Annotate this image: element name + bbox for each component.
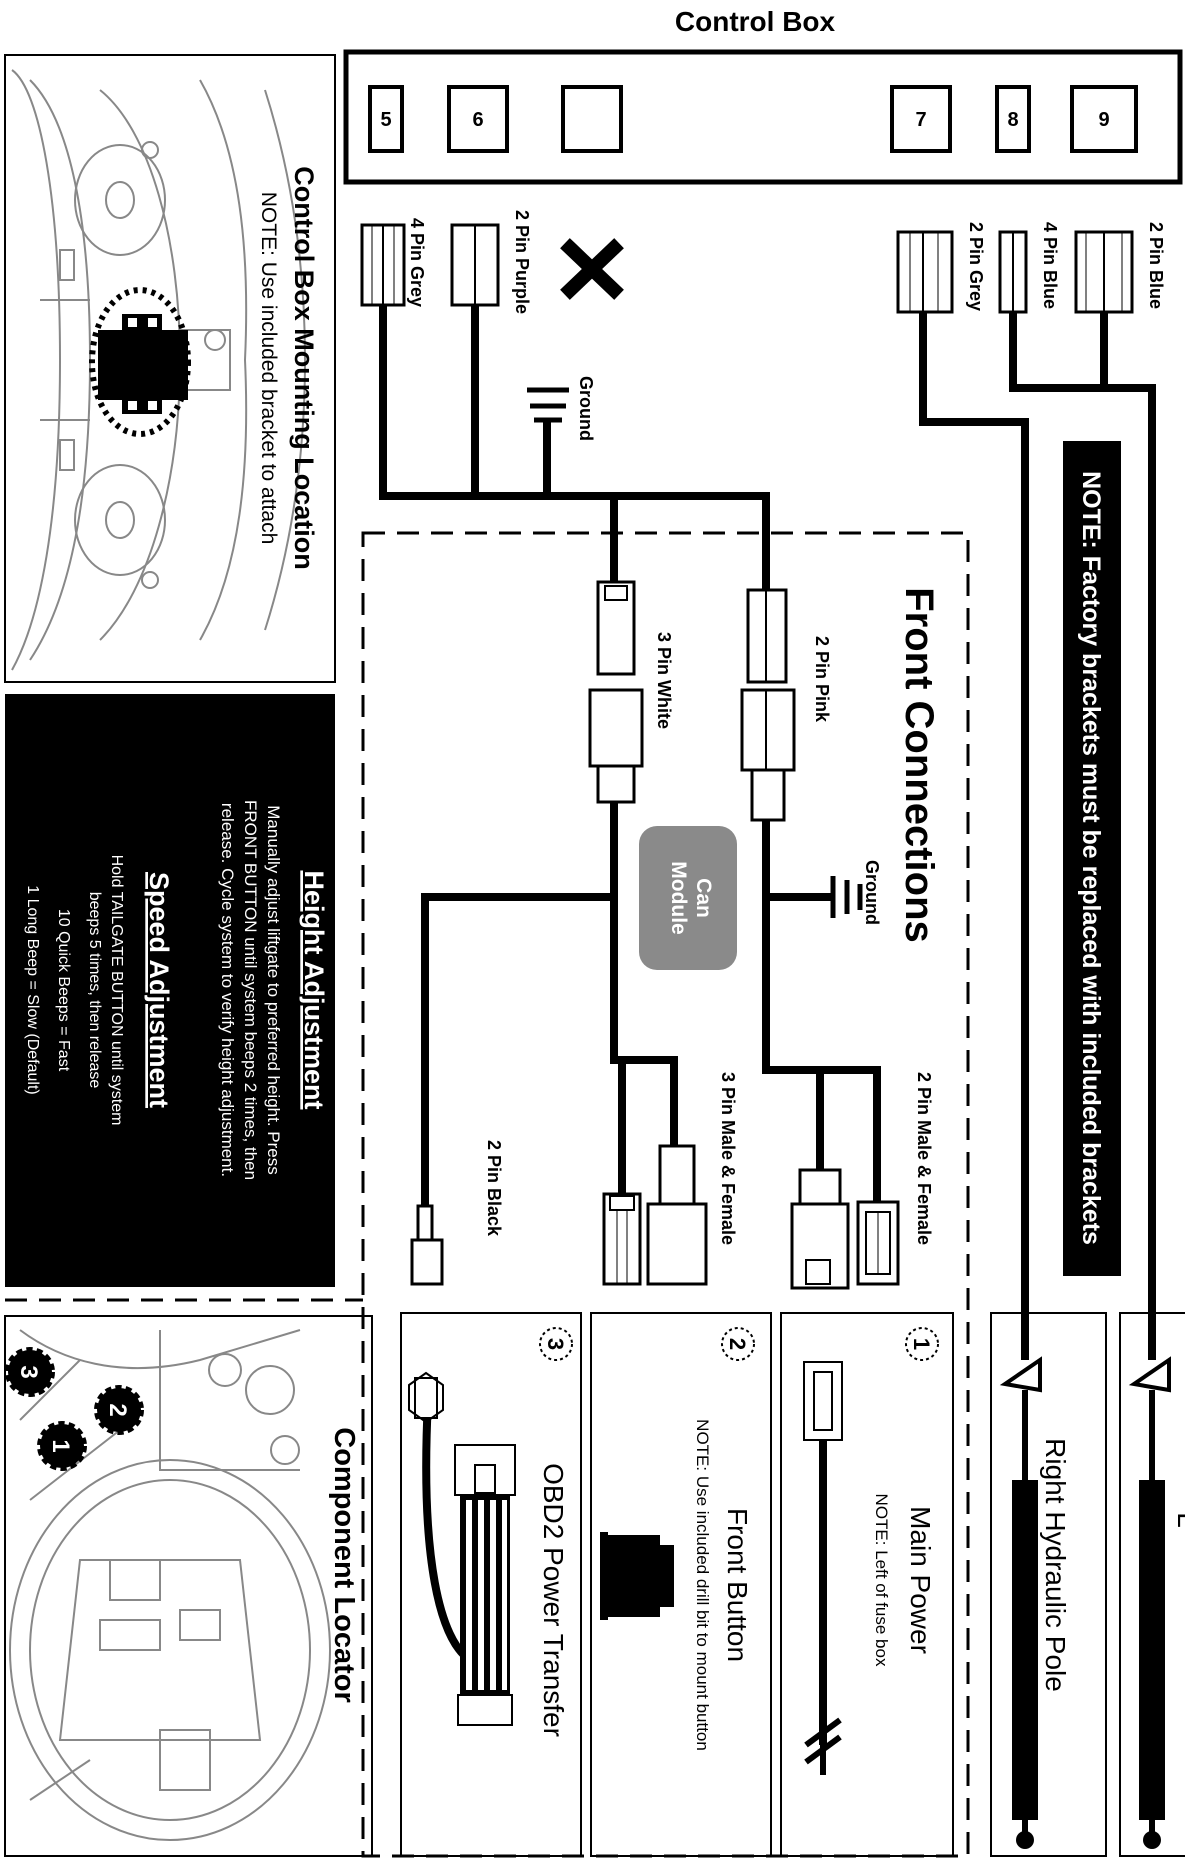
port-5 — [368, 85, 404, 153]
port-7-label: 7 — [915, 109, 926, 131]
speed-line-3: 10 Quick Beeps = Fast — [55, 909, 72, 1072]
factory-brackets-note: NOTE: Factory brackets must be replaced … — [1077, 471, 1105, 1245]
port-5-label: 5 — [380, 109, 391, 131]
locator-badges: 3 2 1 — [5, 1347, 144, 1471]
can-module-label-2: Module — [667, 861, 690, 935]
port-6 — [447, 85, 509, 153]
label-4pin-blue: 4 Pin Blue — [1040, 222, 1060, 309]
connector-4pin-grey — [360, 223, 406, 307]
unused-port-x-icon — [560, 238, 624, 300]
locator-panel — [4, 1315, 373, 1857]
label-2pin-black: 2 Pin Black — [484, 1140, 504, 1237]
can-module-label-1: Can — [692, 878, 715, 918]
can-module: Can Module — [639, 826, 737, 970]
locator-badge-3: 3 — [5, 1347, 55, 1397]
front-connections-title: Front Connections — [897, 587, 941, 943]
port-9-label: 9 — [1098, 109, 1109, 131]
locator-badge-2: 2 — [94, 1385, 144, 1435]
front-wiring — [421, 802, 881, 1206]
connector-2pin-pink — [740, 588, 796, 822]
left-hydraulic-pole-panel: L — [1119, 1312, 1185, 1857]
front-connections-box — [361, 531, 970, 1858]
mounting-title: Control Box Mounting Location — [289, 166, 319, 569]
label-2pin-blue: 2 Pin Blue — [1146, 222, 1166, 309]
port-6-label: 6 — [472, 109, 483, 131]
instructions-panel — [5, 694, 335, 1287]
main-power-title: Main Power — [905, 1506, 936, 1654]
connector-2pin-grey-top — [896, 230, 954, 314]
port-empty — [561, 85, 623, 153]
front-button-note: NOTE: Use included drill bit to mount bu… — [693, 1419, 712, 1751]
front-button-icon — [600, 1532, 674, 1620]
speed-line-4: 1 Long Beep = Slow (Default) — [24, 885, 41, 1094]
label-2pin-male-female: 2 Pin Male & Female — [914, 1072, 934, 1245]
port-8-label: 8 — [1007, 109, 1018, 131]
right-pole-icon — [999, 1356, 1042, 1849]
svg-text:3: 3 — [15, 1365, 42, 1378]
main-power-wire-icon — [803, 1361, 843, 1775]
locator-badge-1: 1 — [37, 1421, 87, 1471]
label-2pin-pink: 2 Pin Pink — [812, 636, 832, 723]
locator-title: Component Locator — [328, 1427, 360, 1703]
connector-2pin-blue — [1074, 230, 1134, 314]
height-line-2: FRONT BUTTON until system beeps 2 times,… — [241, 800, 260, 1180]
connector-4pin-blue — [998, 230, 1028, 314]
label-3pin-male-female: 3 Pin Male & Female — [718, 1072, 738, 1245]
height-line-3: release. Cycle system to verify height a… — [218, 803, 237, 1177]
label-ground-front: Ground — [862, 860, 882, 925]
obd2-harness-icon — [408, 1371, 516, 1726]
right-hydraulic-pole-panel: Right Hydraulic Pole — [990, 1312, 1107, 1857]
height-adjustment-title: Height Adjustment — [299, 871, 329, 1110]
control-box-mount-icon — [98, 314, 188, 414]
port-9 — [1070, 85, 1138, 153]
connector-2pin-purple — [450, 223, 500, 307]
label-2pin-purple: 2 Pin Purple — [512, 210, 532, 314]
obd2-title: OBD2 Power Transfer — [538, 1463, 569, 1737]
left-pole-label: L — [1172, 1512, 1185, 1528]
factory-brackets-note-box — [1063, 441, 1121, 1276]
height-line-1: Manually adjust liftgate to preferred he… — [264, 805, 283, 1174]
dashboard-illustration — [9, 1329, 331, 1841]
port-7 — [890, 85, 952, 153]
mounting-note: NOTE: Use included bracket to attach — [257, 192, 280, 545]
obd2-number: 3 — [543, 1338, 568, 1350]
connector-3pin-white — [588, 580, 644, 804]
component-box-main-power: 1 Main Power NOTE: Left of fuse box — [780, 1312, 954, 1857]
label-4pin-grey: 4 Pin Grey — [407, 218, 427, 307]
svg-text:2: 2 — [104, 1403, 131, 1416]
left-pole-icon — [1128, 1356, 1171, 1849]
control-box — [343, 49, 1183, 185]
main-power-number: 1 — [909, 1338, 934, 1350]
top-left-wiring — [379, 305, 770, 590]
front-button-number: 2 — [725, 1338, 750, 1350]
control-box-ports: 5 6 7 8 9 — [368, 85, 1138, 153]
component-box-front-button: 2 Front Button NOTE: Use included drill … — [590, 1312, 772, 1857]
right-pole-label: Right Hydraulic Pole — [1040, 1438, 1071, 1692]
top-right-connectors: 2 Pin Blue 4 Pin Blue 2 Pin Grey — [896, 222, 1166, 314]
ground-front-icon — [830, 876, 863, 918]
control-box-title: Control Box — [675, 6, 836, 37]
top-left-connectors: 4 Pin Grey 2 Pin Purple Ground — [360, 210, 624, 441]
svg-text:1: 1 — [47, 1439, 74, 1452]
front-button-title: Front Button — [722, 1508, 753, 1662]
ground-top-icon — [527, 387, 569, 423]
pole-wiring — [919, 312, 1156, 1360]
label-3pin-white: 3 Pin White — [654, 632, 674, 729]
port-8 — [995, 85, 1031, 153]
label-ground-top: Ground — [576, 376, 596, 441]
connector-3pin-male-female — [602, 1144, 708, 1286]
speed-line-1: Hold TAILGATE BUTTON until system — [108, 855, 125, 1126]
connector-2pin-male-female — [790, 1168, 900, 1290]
component-box-obd2: 3 OBD2 Power Transfer — [400, 1312, 582, 1857]
main-power-note: NOTE: Left of fuse box — [872, 1494, 891, 1667]
instructions-text: Height Adjustment Manually adjust liftga… — [24, 800, 329, 1180]
connector-2pin-black — [410, 1204, 444, 1286]
speed-line-2: beeps 5 times, then release — [86, 892, 103, 1089]
speed-adjustment-title: Speed Adjustment — [144, 872, 174, 1108]
label-2pin-grey: 2 Pin Grey — [966, 222, 986, 311]
